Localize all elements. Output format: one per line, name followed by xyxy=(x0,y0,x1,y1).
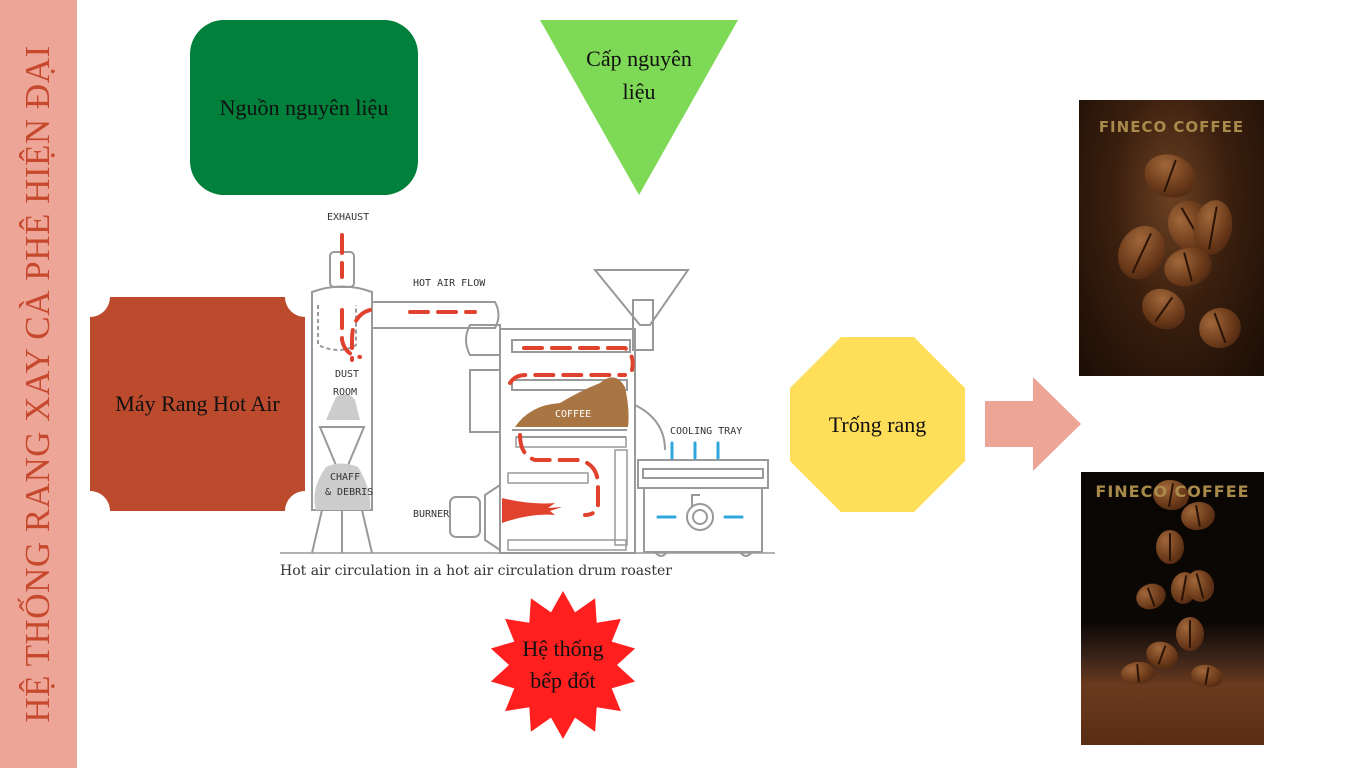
burner-label: BURNER xyxy=(413,509,450,520)
exhaust-label: EXHAUST xyxy=(327,212,369,223)
product-poster-1: FINECO COFFEE xyxy=(1079,100,1264,376)
hot-air-roaster-label: Máy Rang Hot Air xyxy=(115,391,280,416)
poster-2-title: FINECO COFFEE xyxy=(1095,482,1250,501)
triangle-shape xyxy=(540,20,738,195)
cooling-tray-label: COOLING TRAY xyxy=(670,426,742,437)
roasting-drum-node: Trống rang xyxy=(790,337,965,512)
dust-label: DUST xyxy=(335,369,359,380)
material-feed-label-line1: Cấp nguyên xyxy=(586,46,692,71)
drum-roaster-diagram: EXHAUST HOT AIR FLOW DUST ROOM CHAFF & D… xyxy=(280,212,775,557)
plaque-shape xyxy=(90,297,305,511)
hot-air-roaster-node: Máy Rang Hot Air xyxy=(90,297,305,511)
burner-system-node: Hệ thống bếp đốt xyxy=(488,590,638,740)
starburst-shape xyxy=(490,591,636,739)
room-label: ROOM xyxy=(333,387,357,398)
raw-material-source-label: Nguồn nguyên liệu xyxy=(219,94,389,120)
slide-title: HỆ THỐNG RANG XAY CÀ PHÊ HIỆN ĐẠI xyxy=(18,45,57,723)
chaff-label: CHAFF xyxy=(330,472,360,483)
debris-label: & DEBRIS xyxy=(325,487,373,498)
roasting-drum-label: Trống rang xyxy=(828,411,927,437)
raw-material-source-node: Nguồn nguyên liệu xyxy=(190,20,418,195)
burner-system-label-line2: bếp đốt xyxy=(530,668,596,693)
sidebar-band: HỆ THỐNG RANG XAY CÀ PHÊ HIỆN ĐẠI xyxy=(0,0,77,768)
product-poster-2: FINECO COFFEE xyxy=(1081,472,1264,745)
flame-icon xyxy=(502,498,562,523)
right-arrow-icon xyxy=(985,377,1081,471)
coffee-beans-mound xyxy=(515,377,629,427)
material-feed-node: Cấp nguyên liệu xyxy=(540,20,738,195)
octagon-shape xyxy=(790,337,965,512)
burner-system-label-line1: Hệ thống xyxy=(522,636,604,661)
material-feed-label-line2: liệu xyxy=(622,79,656,104)
hot-air-flow-label: HOT AIR FLOW xyxy=(413,278,486,289)
coffee-label: COFFEE xyxy=(555,409,591,420)
poster-1-title: FINECO COFFEE xyxy=(1098,118,1245,136)
diagram-caption: Hot air circulation in a hot air circula… xyxy=(280,563,672,579)
